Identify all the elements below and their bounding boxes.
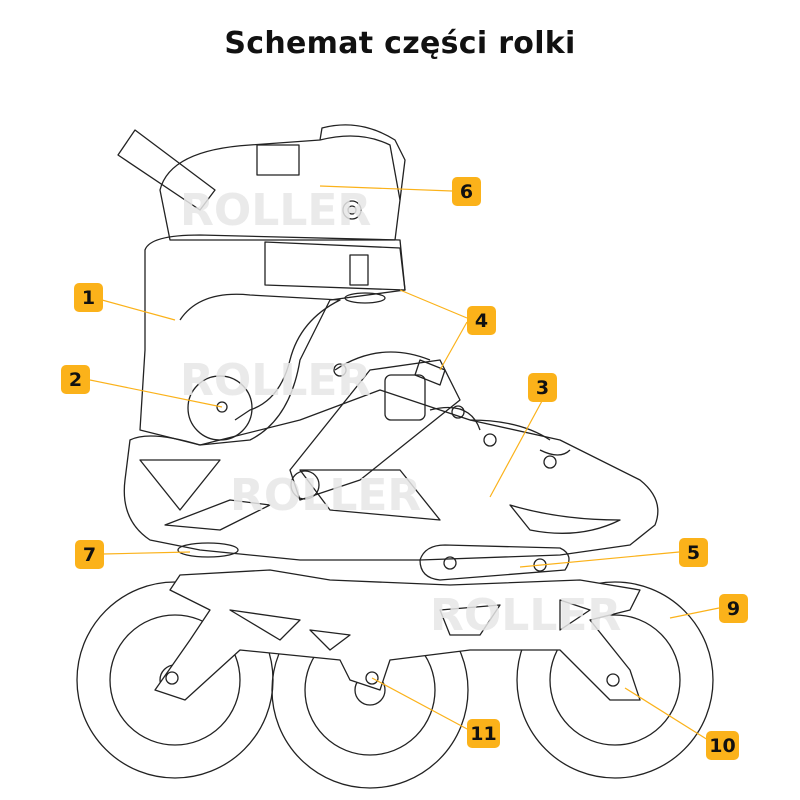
watermark-text: ROLLER xyxy=(180,185,371,236)
leader-lines xyxy=(89,185,720,741)
watermark-group: ROLLER ROLLER ROLLER ROLLER xyxy=(180,185,621,641)
cuff-strap xyxy=(117,129,216,211)
label-4: 4 xyxy=(467,306,496,335)
diagram-title: Schemat części rolki xyxy=(224,26,576,61)
shell xyxy=(139,234,406,446)
buckle-top xyxy=(264,241,406,291)
lower-boot xyxy=(123,389,659,561)
label-11: 11 xyxy=(467,719,500,748)
label-7: 7 xyxy=(75,540,104,569)
label-2: 2 xyxy=(61,365,90,394)
label-5: 5 xyxy=(679,538,708,567)
label-3: 3 xyxy=(528,373,557,402)
label-9: 9 xyxy=(719,594,748,623)
label-1: 1 xyxy=(74,283,103,312)
watermark-text: ROLLER xyxy=(430,590,621,641)
label-10: 10 xyxy=(706,731,739,760)
watermark-text: ROLLER xyxy=(230,470,421,521)
label-6: 6 xyxy=(452,177,481,206)
toe-plate xyxy=(419,544,570,581)
frame xyxy=(154,569,641,701)
watermark-text: ROLLER xyxy=(180,355,371,406)
instep-strap xyxy=(289,359,461,501)
